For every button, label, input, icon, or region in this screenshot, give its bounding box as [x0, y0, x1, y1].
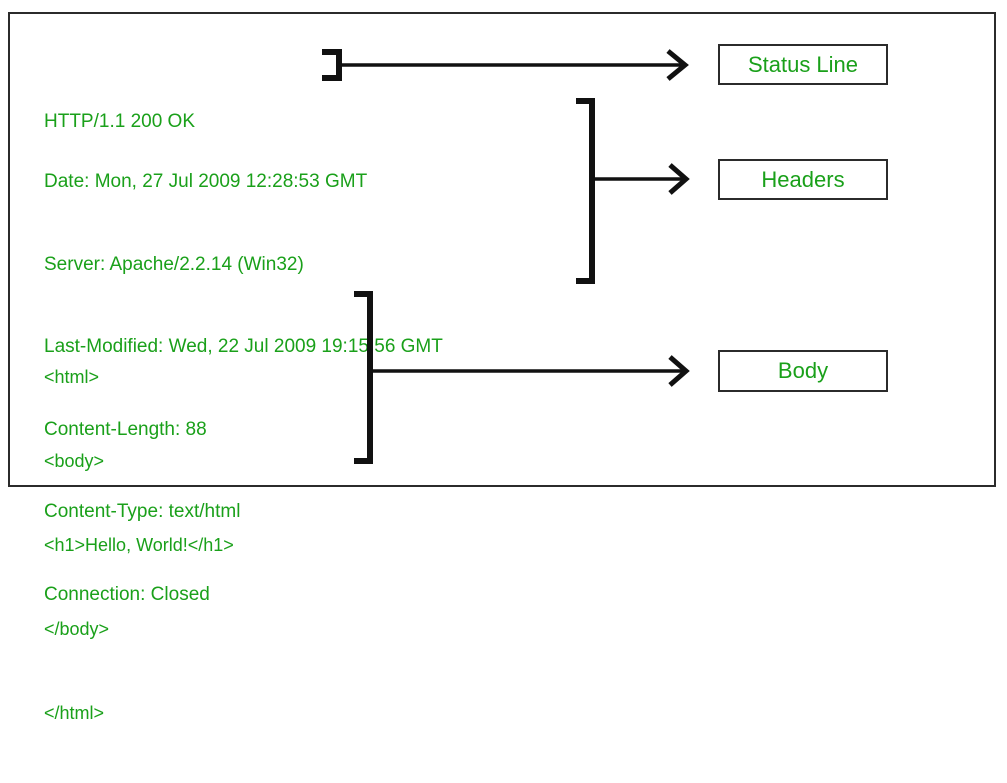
label-box-headers-text: Headers: [761, 166, 845, 192]
status-line-text-block: HTTP/1.1 200 OK: [44, 53, 195, 191]
header-row-server: Server: Apache/2.2.14 (Win32): [44, 253, 304, 275]
label-box-status-line[interactable]: Status Line: [718, 44, 888, 85]
label-box-body-text: Body: [777, 358, 829, 383]
body-row-html-open: <html>: [44, 367, 100, 387]
body-row-h1: <h1>Hello, World!</h1>: [44, 535, 234, 555]
diagram-root: HTTP/1.1 200 OK Date: Mon, 27 Jul 2009 1…: [8, 12, 996, 723]
label-box-status-line-text: Status Line: [747, 51, 859, 77]
label-box-headers[interactable]: Headers: [718, 159, 888, 200]
label-box-body[interactable]: Body: [718, 350, 888, 392]
status-line-row: HTTP/1.1 200 OK: [44, 111, 196, 132]
body-row-html-close: </html>: [44, 703, 105, 723]
header-row-content-length: Content-Length: 88: [44, 418, 207, 440]
header-row-last-modified: Last-Modified: Wed, 22 Jul 2009 19:15:56…: [44, 336, 443, 357]
header-row-date: Date: Mon, 27 Jul 2009 12:28:53 GMT: [44, 171, 368, 192]
figure-frame: [8, 12, 996, 487]
body-row-body-close: </body>: [44, 619, 110, 639]
body-row-body-open: <body>: [44, 451, 105, 471]
body-text-block: <html> <body> <h1>Hello, World!</h1> </b…: [44, 307, 234, 783]
